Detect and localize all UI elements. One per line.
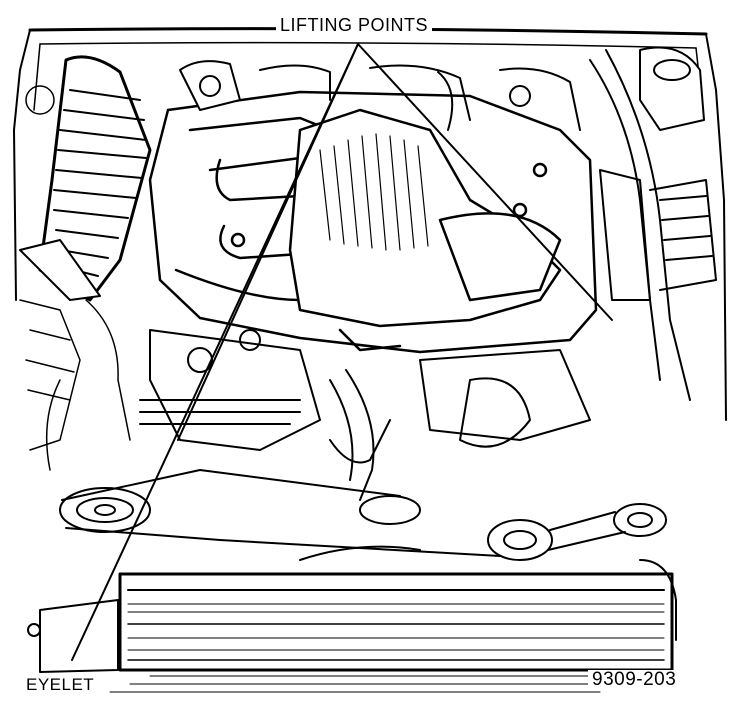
right-components — [589, 46, 717, 401]
leader-eyelet — [71, 43, 359, 661]
air-intake-hose — [19, 55, 152, 302]
leader-lines — [71, 43, 613, 661]
radiator — [27, 559, 677, 693]
eyelet-label: EYELET — [22, 676, 99, 693]
left-accessories — [19, 85, 131, 471]
accessory-drive — [59, 469, 667, 561]
lower-engine — [139, 329, 591, 501]
figure-number: 9309-203 — [588, 670, 681, 689]
top-hoses — [179, 60, 581, 131]
leader-right-lift — [357, 43, 613, 321]
plenum-cover — [288, 108, 562, 352]
lifting-points-label: LIFTING POINTS — [276, 16, 433, 34]
